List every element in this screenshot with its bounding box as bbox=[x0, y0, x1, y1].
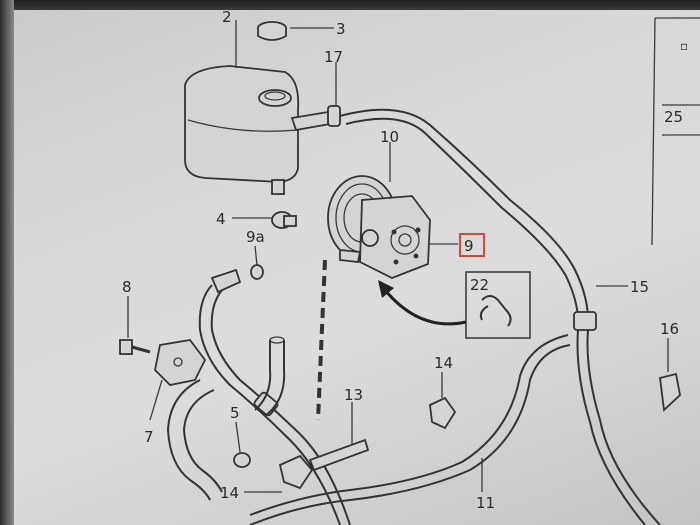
label-3: 3 bbox=[336, 20, 346, 38]
label-4: 4 bbox=[216, 210, 226, 228]
hose-7 bbox=[166, 379, 223, 501]
bracket-7 bbox=[154, 339, 207, 386]
clip-16 bbox=[659, 372, 681, 412]
suction-hose bbox=[254, 259, 327, 421]
label-5: 5 bbox=[230, 404, 240, 422]
clip-14-lower bbox=[278, 454, 314, 490]
callout-box-22 bbox=[465, 271, 531, 339]
label-13: 13 bbox=[344, 386, 363, 404]
arrow-to-pump bbox=[378, 280, 467, 326]
label-14-lower: 14 bbox=[220, 484, 239, 502]
leader-lines bbox=[127, 20, 669, 493]
return-hose-15 bbox=[339, 108, 661, 525]
reservoir-cap bbox=[257, 21, 287, 41]
screen-bezel-left bbox=[0, 0, 14, 525]
clamp-13 bbox=[308, 438, 370, 472]
label-9: 9 bbox=[464, 237, 474, 255]
clamp-5 bbox=[233, 452, 251, 468]
label-22: 22 bbox=[470, 276, 489, 294]
label-2: 2 bbox=[222, 8, 232, 26]
label-8: 8 bbox=[122, 278, 132, 296]
label-10: 10 bbox=[380, 128, 399, 146]
steering-pump bbox=[327, 175, 431, 279]
clip-14-upper bbox=[429, 396, 457, 430]
side-mark: ▫ bbox=[680, 39, 688, 53]
bolt-8 bbox=[119, 339, 151, 355]
label-9a: 9a bbox=[246, 228, 265, 246]
pressure-hose-11 bbox=[249, 334, 571, 525]
label-7: 7 bbox=[144, 428, 154, 446]
label-15: 15 bbox=[630, 278, 649, 296]
label-14-upper: 14 bbox=[434, 354, 453, 372]
screen-bezel-top bbox=[0, 0, 700, 10]
label-11: 11 bbox=[476, 494, 495, 512]
o-ring-9a bbox=[250, 264, 264, 280]
hose-clip-17 bbox=[327, 105, 341, 127]
side-panel: 25 ▫ bbox=[651, 17, 700, 246]
clamp-4 bbox=[271, 211, 297, 229]
highlight-box-9 bbox=[459, 233, 485, 257]
label-16: 16 bbox=[660, 320, 679, 338]
reservoir bbox=[184, 65, 332, 195]
label-17: 17 bbox=[324, 48, 343, 66]
label-25: 25 bbox=[664, 108, 683, 126]
